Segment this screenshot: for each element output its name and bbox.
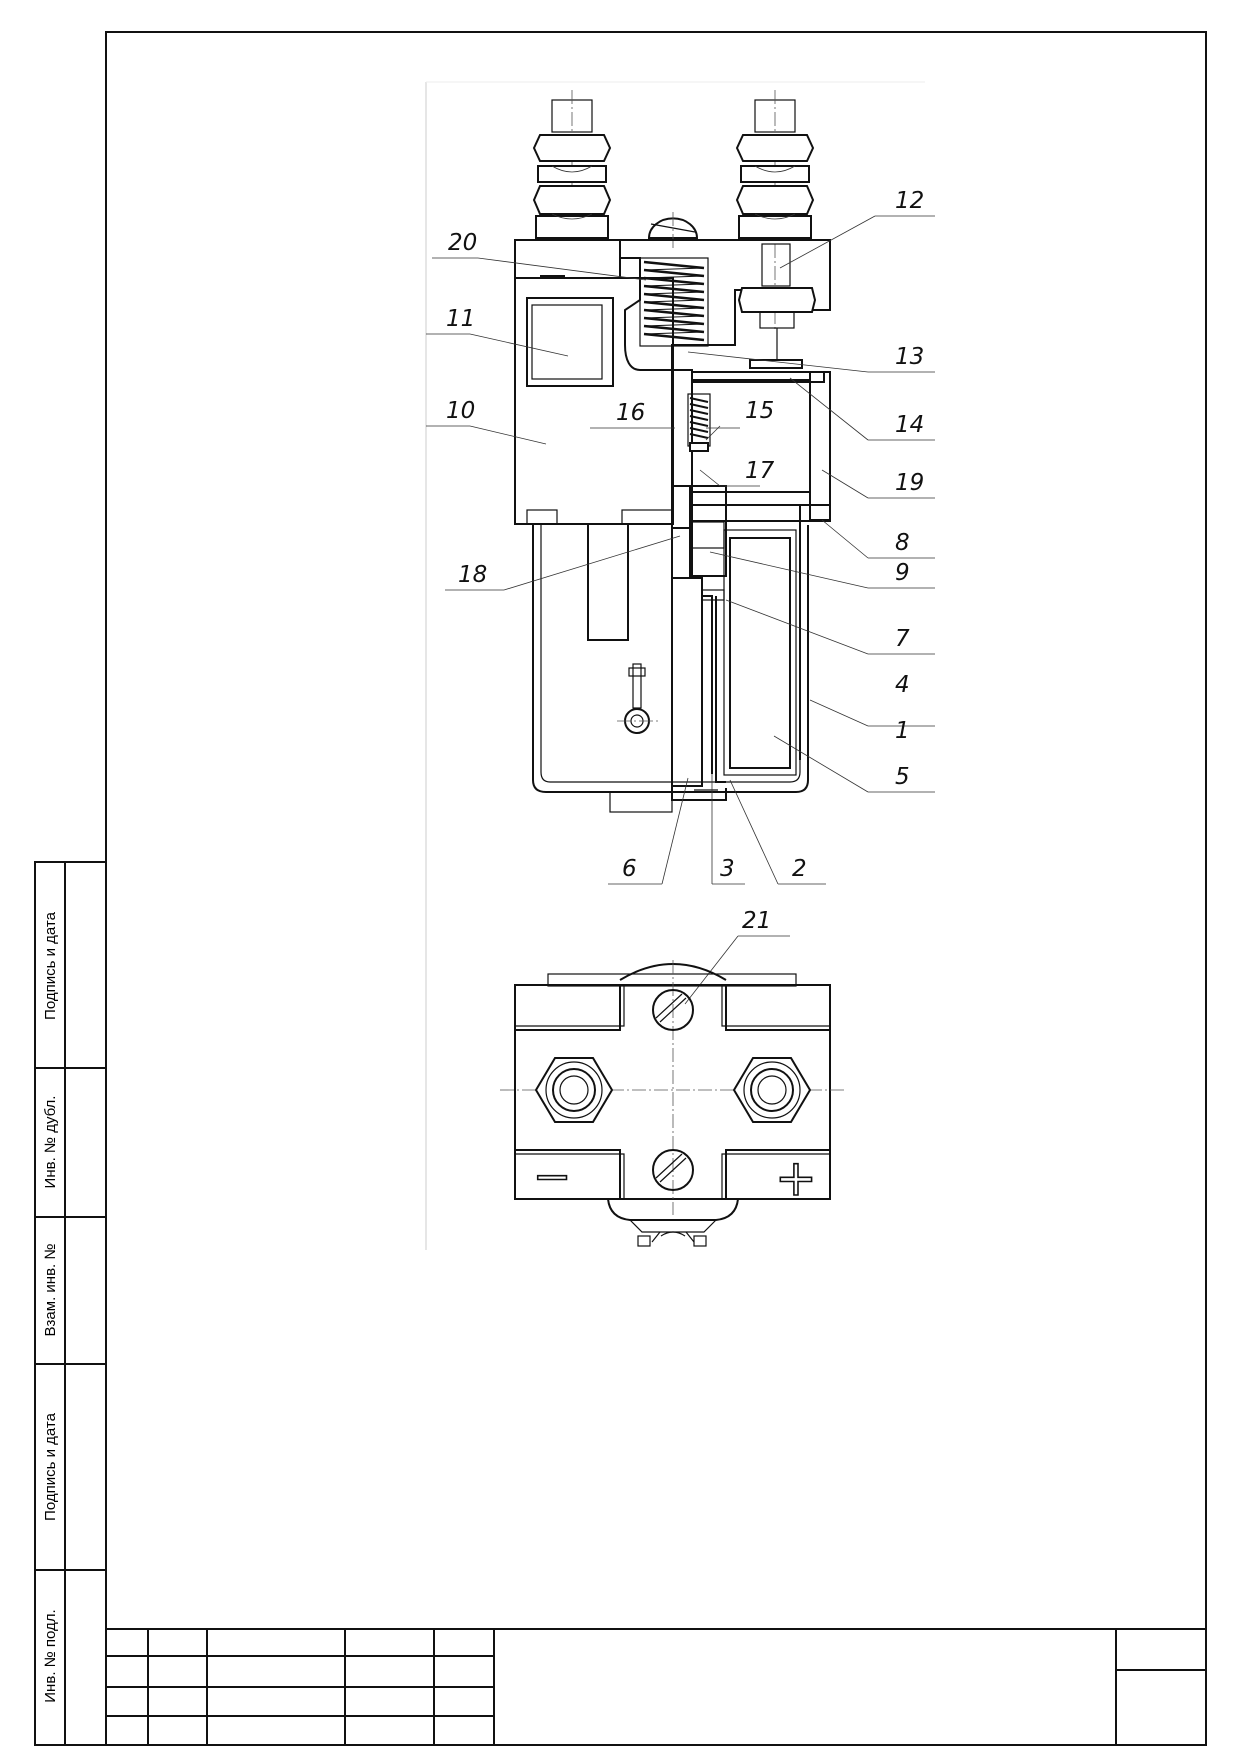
callout-17: 17 [745,458,775,484]
plunger-assembly [671,485,727,579]
coil-leads [607,1198,739,1247]
terminal-negative [534,1057,614,1123]
callout-2: 2 [792,856,807,882]
return-spring [639,257,709,347]
stamp-label-inv-dup: Инв. № дубл. [42,1096,59,1189]
outer-frame [105,31,1207,1746]
cover-screw-top [652,989,694,1031]
callout-15: 15 [745,398,774,424]
callout-14: 14 [895,412,924,438]
callout-4: 4 [895,672,910,698]
callout-1: 1 [895,718,910,744]
minus-sign: − [533,1149,572,1203]
cover-screw-bottom [652,1149,694,1191]
callout-19: 19 [895,470,924,496]
callout-6: 6 [622,856,637,882]
top-screw [647,212,699,250]
right-terminal-stud [735,90,815,330]
stamp-label-signature-date-1: Подпись и дата [42,911,59,1020]
callout-3: 3 [720,856,735,882]
stamp-label-inv-original: Инв. № подл. [42,1609,59,1702]
callout-7: 7 [895,626,910,652]
callout-9: 9 [895,560,910,586]
stamp-label-replace-inv: Взам. инв. № [42,1244,59,1337]
arc-chute-housing [514,239,674,525]
callout-11: 11 [446,306,475,332]
callout-13: 13 [895,344,924,370]
top-cover-insulator [619,239,831,529]
left-stamp-block: Подпись и дата Инв. № дубл. Взам. инв. №… [34,861,107,1746]
callout-21: 21 [742,908,771,934]
left-terminal-stud [532,90,612,240]
title-block [106,1628,1206,1745]
callout-5: 5 [895,764,910,790]
callout-16: 16 [616,400,645,426]
stamp-label-signature-date-2: Подпись и дата [42,1412,59,1521]
callout-20: 20 [448,230,477,256]
fixed-contact [691,243,825,383]
callout-10: 10 [446,398,475,424]
contactor-section-view: 12 20 11 13 10 16 15 14 17 19 8 18 9 7 4… [426,90,935,1005]
contact-spring [687,393,711,452]
leader-lines [426,215,935,1005]
contactor-top-view: − + [500,960,845,1247]
coil-terminal [617,663,660,734]
callout-8: 8 [895,530,910,556]
solenoid-coil [723,529,797,776]
terminal-positive [732,1057,812,1123]
callout-12: 12 [895,188,924,214]
core-and-tubes [671,577,727,801]
callout-18: 18 [458,562,487,588]
plus-sign: + [775,1149,817,1207]
